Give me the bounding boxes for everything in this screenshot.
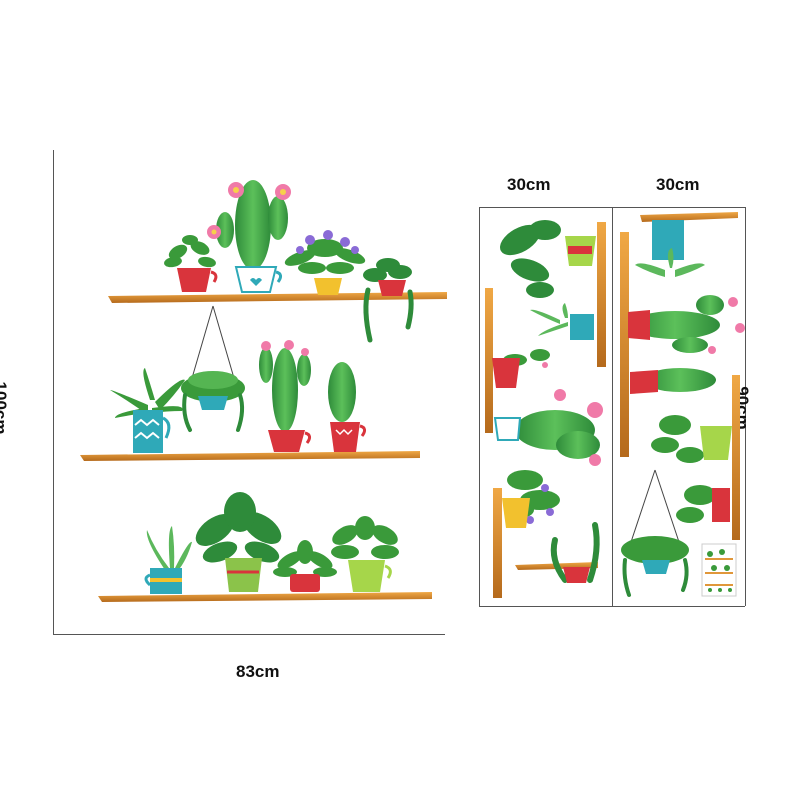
potted-plant-icon [530, 303, 594, 340]
potted-plant-icon [110, 368, 185, 453]
shelf-icon [620, 212, 740, 540]
potted-plant-icon [676, 485, 730, 523]
height-dimension-line [53, 150, 54, 635]
hanging-plant-icon [363, 258, 414, 343]
panel1-border-left [479, 207, 480, 606]
panel1-width-label: 30cm [507, 175, 551, 194]
panel2-width-label: 30cm [656, 175, 700, 194]
potted-plant-icon [195, 492, 282, 592]
panel-divider [612, 207, 613, 606]
potted-plant-icon [635, 220, 705, 277]
cactus-icon [207, 180, 291, 293]
potted-plant-icon [273, 540, 337, 592]
potted-plant-icon [331, 516, 399, 592]
potted-plant-icon [164, 235, 218, 292]
cactus-icon [259, 340, 312, 452]
potted-plant-icon [144, 526, 192, 594]
panel2-border-right [745, 207, 746, 606]
cactus-icon [630, 368, 716, 394]
potted-plant-icon [502, 470, 560, 528]
potted-plant-icon [284, 230, 366, 295]
shelf-icon [80, 292, 447, 602]
panel-border-bottom [479, 606, 745, 607]
cactus-icon [493, 389, 603, 466]
hanging-plant-icon [621, 469, 689, 597]
hanging-plant-icon [550, 522, 600, 583]
hanging-plant-icon [181, 305, 245, 432]
width-label: 83cm [236, 662, 280, 681]
potted-plant-icon [651, 415, 732, 463]
potted-plant-icon [500, 220, 596, 298]
cactus-icon [628, 295, 745, 354]
cactus-icon [328, 362, 367, 452]
width-dimension-line [53, 634, 445, 635]
preview-thumbnail [701, 543, 737, 597]
potted-plant-icon [492, 349, 550, 388]
